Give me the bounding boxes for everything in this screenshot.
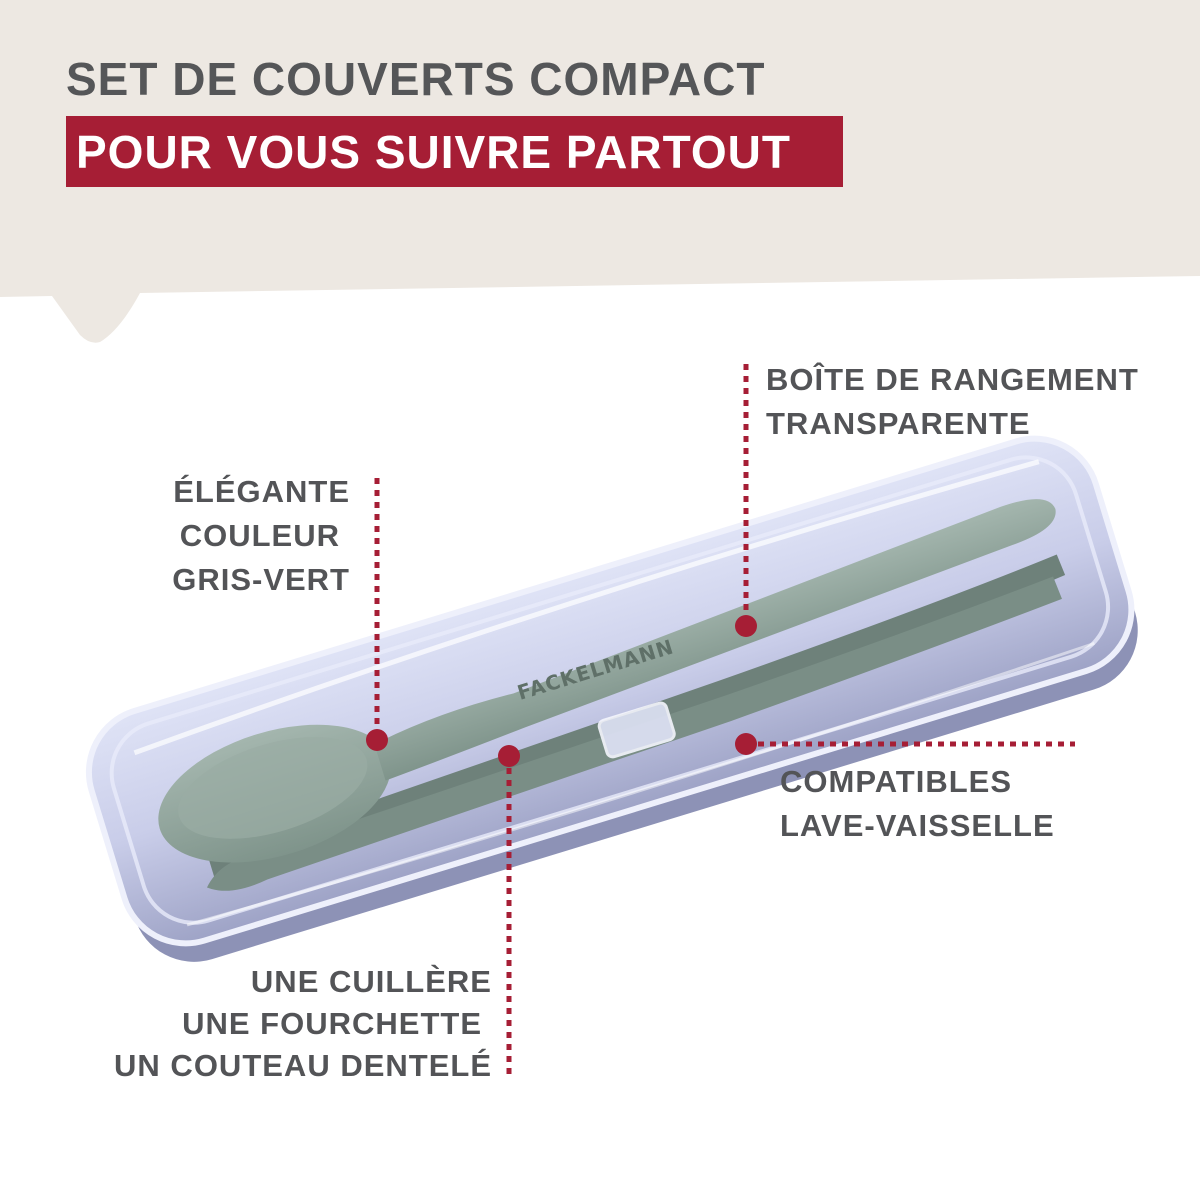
callout-text: UN COUTEAU DENTELÉ [114,1048,492,1083]
red-dot-icon [735,733,757,755]
callout-label-box: BOÎTE DE RANGEMENT TRANSPARENTE [766,358,1139,446]
red-dot-icon [366,729,388,751]
spoon-handle [374,499,1056,781]
subtitle-highlight [66,116,843,187]
callout-text: GRIS-VERT [172,562,350,597]
case-clip [597,701,676,759]
callout-text: TRANSPARENTE [766,406,1031,441]
page-subtitle: POUR VOUS SUIVRE PARTOUT [76,126,791,178]
callout-text: LAVE-VAISSELLE [780,808,1055,843]
page-title: SET DE COUVERTS COMPACT [66,53,766,105]
callout-text: UNE FOURCHETTE [182,1006,482,1041]
callout-label-dishwasher: COMPATIBLES LAVE-VAISSELLE [780,760,1055,848]
callout-label-color: ÉLÉGANTE COULEUR GRIS-VERT [172,470,350,602]
callout-text: UNE CUILLÈRE [250,964,492,999]
callout-text: COMPATIBLES [780,764,1013,799]
callout-text: BOÎTE DE RANGEMENT [766,362,1139,397]
callout-text: ÉLÉGANTE [173,474,350,509]
callout-label-contents: UNE CUILLÈRE UNE FOURCHETTE UN COUTEAU D… [114,961,492,1087]
red-dot-icon [735,615,757,637]
callout-text: COULEUR [179,518,340,553]
red-dot-icon [498,745,520,767]
